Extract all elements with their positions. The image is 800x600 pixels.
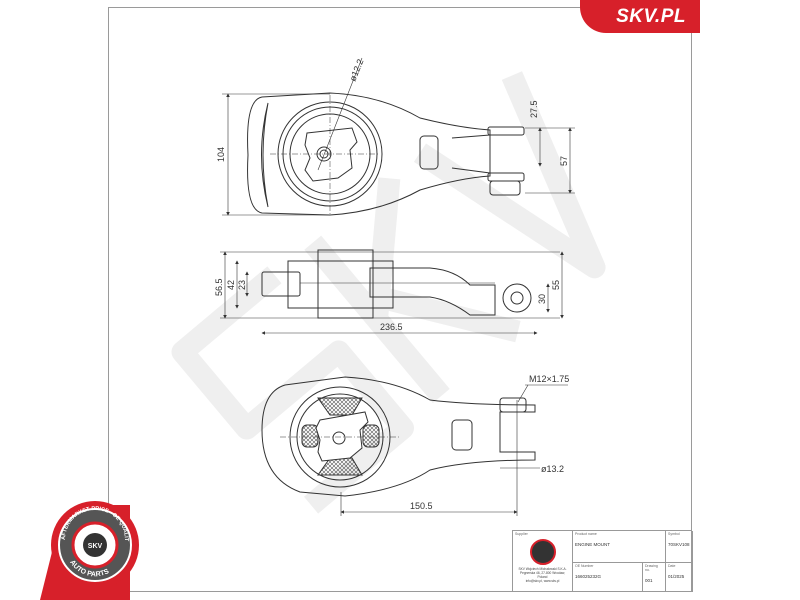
- dim-55: 55: [551, 280, 561, 290]
- dim-bore-13-2: ø13.2: [541, 464, 564, 474]
- supplier-line: SKV Wojciech Michałowski S.K.A.: [518, 567, 567, 571]
- bottom-view: [261, 376, 536, 497]
- supplier-cell: Supplier SKV Wojciech Michałowski S.K.A.…: [513, 531, 573, 592]
- supplier-logo: [529, 539, 556, 565]
- product-name-value: ENGINE MOUNT: [575, 542, 611, 547]
- supplier-line: info@skv.pl, www.skv.pl: [525, 579, 560, 583]
- product-name-cell: Product name ENGINE MOUNT: [573, 531, 666, 563]
- brand-label: SKV.PL: [616, 5, 686, 27]
- supplier-line: Pegnerska 46, 27-800 Wrocław, Poland: [519, 571, 566, 579]
- dim-42: 42: [226, 280, 236, 290]
- drawing-no-cell: Drawing no. 001: [643, 563, 666, 592]
- title-block: Supplier SKV Wojciech Michałowski S.K.A.…: [512, 530, 693, 592]
- date-value: 01/2025: [668, 574, 685, 579]
- dim-56-5: 56.5: [214, 278, 224, 296]
- symbol-label: Symbol: [668, 532, 680, 536]
- oe-number-cell: OE Number 166025232G: [573, 563, 643, 592]
- dim-diameter-12-2: ø12.2: [348, 58, 366, 83]
- dim-height-104: 104: [216, 147, 226, 162]
- top-view: [247, 92, 525, 216]
- dim-lug-span-57: 57: [559, 156, 569, 166]
- dim-150-5: 150.5: [410, 501, 433, 511]
- symbol-cell: Symbol 70SKV108: [666, 531, 693, 563]
- drawing-no-label: Drawing no.: [645, 564, 658, 572]
- skv-quality-seal: SKV AFTERMARKET PRICE · OE QUALITY AUTO …: [0, 0, 139, 600]
- date-label: Date: [668, 564, 676, 568]
- seal-ring-text: AFTERMARKET PRICE · OE QUALITY: [0, 0, 129, 542]
- date-cell: Date 01/2025: [666, 563, 693, 592]
- symbol-value: 70SKV108: [668, 542, 690, 547]
- watermark: [171, 71, 606, 514]
- svg-text:AFTERMARKET PRICE · OE QUALITY: AFTERMARKET PRICE · OE QUALITY: [0, 0, 129, 542]
- product-name-label: Product name: [575, 532, 597, 536]
- dim-thread-m12: M12×1.75: [529, 374, 569, 384]
- dim-236-5: 236.5: [380, 322, 403, 332]
- supplier-label: Supplier: [515, 532, 528, 536]
- dim-23: 23: [237, 280, 247, 290]
- drawing-no-value: 001: [645, 578, 653, 583]
- seal-center-text: SKV: [88, 543, 103, 550]
- dim-offset-27-5: 27.5: [529, 100, 539, 118]
- brand-logo: SKV.PL: [580, 0, 700, 33]
- drawing-frame: [108, 7, 692, 592]
- oe-number-label: OE Number: [575, 564, 594, 568]
- oe-number-value: 166025232G: [575, 574, 602, 579]
- dim-30: 30: [537, 294, 547, 304]
